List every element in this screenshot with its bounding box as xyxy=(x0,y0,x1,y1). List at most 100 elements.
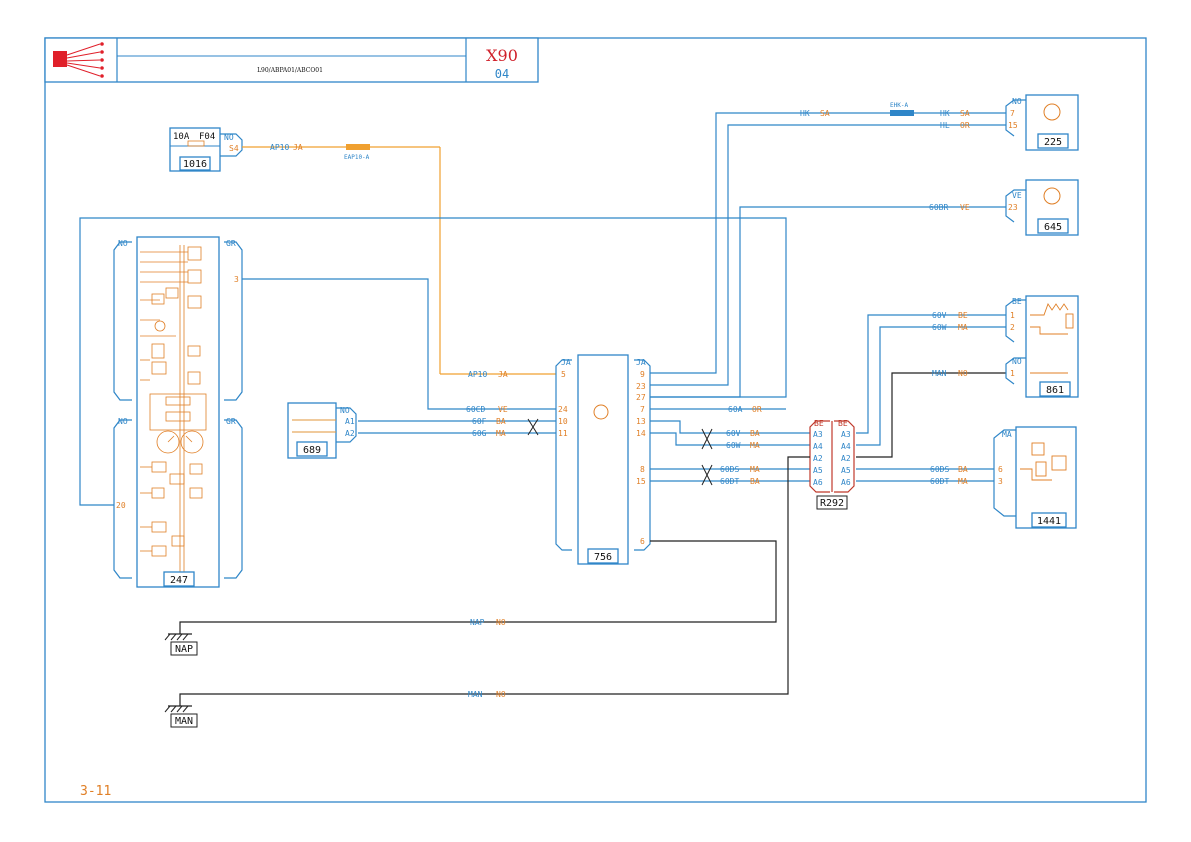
sensor-icon xyxy=(1043,103,1061,121)
display-icon xyxy=(1020,442,1067,481)
svg-text:HL: HL xyxy=(940,121,950,130)
component-1016: 10A F04 1016 NO S4 xyxy=(169,127,243,172)
svg-text:11: 11 xyxy=(558,429,568,438)
svg-text:7: 7 xyxy=(1010,109,1015,118)
page-ref: 3-11 xyxy=(80,784,111,799)
svg-text:A3: A3 xyxy=(841,430,851,439)
splice-eap10-icon xyxy=(346,144,370,150)
svg-text:GR: GR xyxy=(226,239,236,248)
svg-text:60G: 60G xyxy=(472,429,487,438)
svg-text:NO: NO xyxy=(958,369,968,378)
svg-text:BA: BA xyxy=(750,477,760,486)
component-id-689: 689 xyxy=(303,445,321,456)
svg-text:NAP: NAP xyxy=(470,618,485,627)
ground-NAP: NAP xyxy=(164,633,198,656)
svg-text:EAP10-A: EAP10-A xyxy=(344,154,370,161)
svg-text:A6: A6 xyxy=(813,478,823,487)
component-id-1016: 1016 xyxy=(183,159,207,170)
svg-text:20: 20 xyxy=(116,501,126,510)
svg-text:BE: BE xyxy=(958,311,968,320)
component-id-861: 861 xyxy=(1046,385,1064,396)
component-247: NO GR NO GR 3 20 xyxy=(113,236,243,588)
svg-text:GR: GR xyxy=(226,417,236,426)
svg-text:BA: BA xyxy=(496,417,506,426)
title-ref: L90/ABPA01/ABCO01 xyxy=(257,67,323,74)
svg-text:60V: 60V xyxy=(726,429,741,438)
fuse-id: F04 xyxy=(199,132,215,142)
title-block: L90/ABPA01/ABCO01 X90 04 xyxy=(44,37,539,83)
svg-text:60DS: 60DS xyxy=(720,465,739,474)
component-756: JA JA 5 24 10 11 9 23 27 7 13 14 8 15 6 … xyxy=(555,354,651,565)
component-225: NO 7 15 225 xyxy=(1005,94,1079,151)
svg-text:5: 5 xyxy=(561,370,566,379)
svg-text:60F: 60F xyxy=(472,417,487,426)
component-id-247: 247 xyxy=(170,575,188,586)
svg-text:NO: NO xyxy=(118,417,128,426)
svg-text:60DS: 60DS xyxy=(930,465,949,474)
svg-text:NO: NO xyxy=(118,239,128,248)
ecu-icon xyxy=(593,404,609,420)
svg-text:60V: 60V xyxy=(932,311,947,320)
component-645: VE 23 645 xyxy=(1005,179,1079,236)
component-R292: BE BE A3 A4 A2 A5 A6 A3 A4 A2 A5 A6 R292 xyxy=(809,419,855,510)
component-861: BE 1 2 NO 1 861 xyxy=(1005,295,1079,398)
svg-text:60A: 60A xyxy=(728,405,743,414)
ground-MAN: MAN xyxy=(164,705,198,728)
svg-text:SA: SA xyxy=(960,109,970,118)
sensor-icon-2 xyxy=(1043,187,1061,205)
svg-text:60W: 60W xyxy=(932,323,947,332)
heater-element-icon xyxy=(1030,303,1074,374)
svg-text:6: 6 xyxy=(640,537,645,546)
svg-text:EHK-A: EHK-A xyxy=(890,102,908,109)
svg-text:A6: A6 xyxy=(841,478,851,487)
svg-text:JA: JA xyxy=(498,370,508,379)
svg-text:VE: VE xyxy=(1012,191,1022,200)
svg-text:AP10: AP10 xyxy=(468,370,487,379)
splice-ehk-icon xyxy=(890,110,914,116)
svg-text:A3: A3 xyxy=(813,430,823,439)
svg-text:VE: VE xyxy=(960,203,970,212)
title-sub: 04 xyxy=(495,67,509,81)
svg-text:BE: BE xyxy=(814,419,824,428)
harness-logo-icon xyxy=(53,42,104,78)
svg-text:60BR: 60BR xyxy=(929,203,948,212)
ground-id-MAN: MAN xyxy=(175,716,193,727)
svg-text:HK: HK xyxy=(800,109,810,118)
ground-id-NAP: NAP xyxy=(175,644,193,655)
svg-text:15: 15 xyxy=(636,477,646,486)
fuse-rating: 10A xyxy=(173,132,190,142)
svg-text:9: 9 xyxy=(640,370,645,379)
component-id-1441: 1441 xyxy=(1037,516,1061,527)
svg-text:A4: A4 xyxy=(841,442,851,451)
svg-text:MA: MA xyxy=(958,323,968,332)
svg-text:BE: BE xyxy=(1012,297,1022,306)
title-code: X90 xyxy=(486,46,518,65)
cluster-internal-circuit xyxy=(140,245,207,580)
svg-text:MAN: MAN xyxy=(468,690,483,699)
svg-text:MA: MA xyxy=(958,477,968,486)
svg-text:A1: A1 xyxy=(345,417,355,426)
svg-text:60DT: 60DT xyxy=(930,477,949,486)
svg-text:6: 6 xyxy=(998,465,1003,474)
svg-text:NO: NO xyxy=(496,618,506,627)
svg-text:14: 14 xyxy=(636,429,646,438)
svg-text:23: 23 xyxy=(1008,203,1018,212)
component-id-225: 225 xyxy=(1044,137,1062,148)
svg-text:60W: 60W xyxy=(726,441,741,450)
svg-text:BA: BA xyxy=(750,429,760,438)
svg-text:24: 24 xyxy=(558,405,568,414)
twisted-pair-icon xyxy=(527,418,539,436)
svg-text:1: 1 xyxy=(1010,369,1015,378)
svg-text:A4: A4 xyxy=(813,442,823,451)
svg-text:HK: HK xyxy=(940,109,950,118)
svg-text:MA: MA xyxy=(750,441,760,450)
svg-text:1: 1 xyxy=(1010,311,1015,320)
svg-text:MA: MA xyxy=(496,429,506,438)
twisted-pair-icon-2 xyxy=(701,428,713,450)
svg-text:A2: A2 xyxy=(841,454,851,463)
svg-text:A2: A2 xyxy=(345,429,355,438)
svg-text:10: 10 xyxy=(558,417,568,426)
svg-text:27: 27 xyxy=(636,393,646,402)
svg-text:VE: VE xyxy=(498,405,508,414)
